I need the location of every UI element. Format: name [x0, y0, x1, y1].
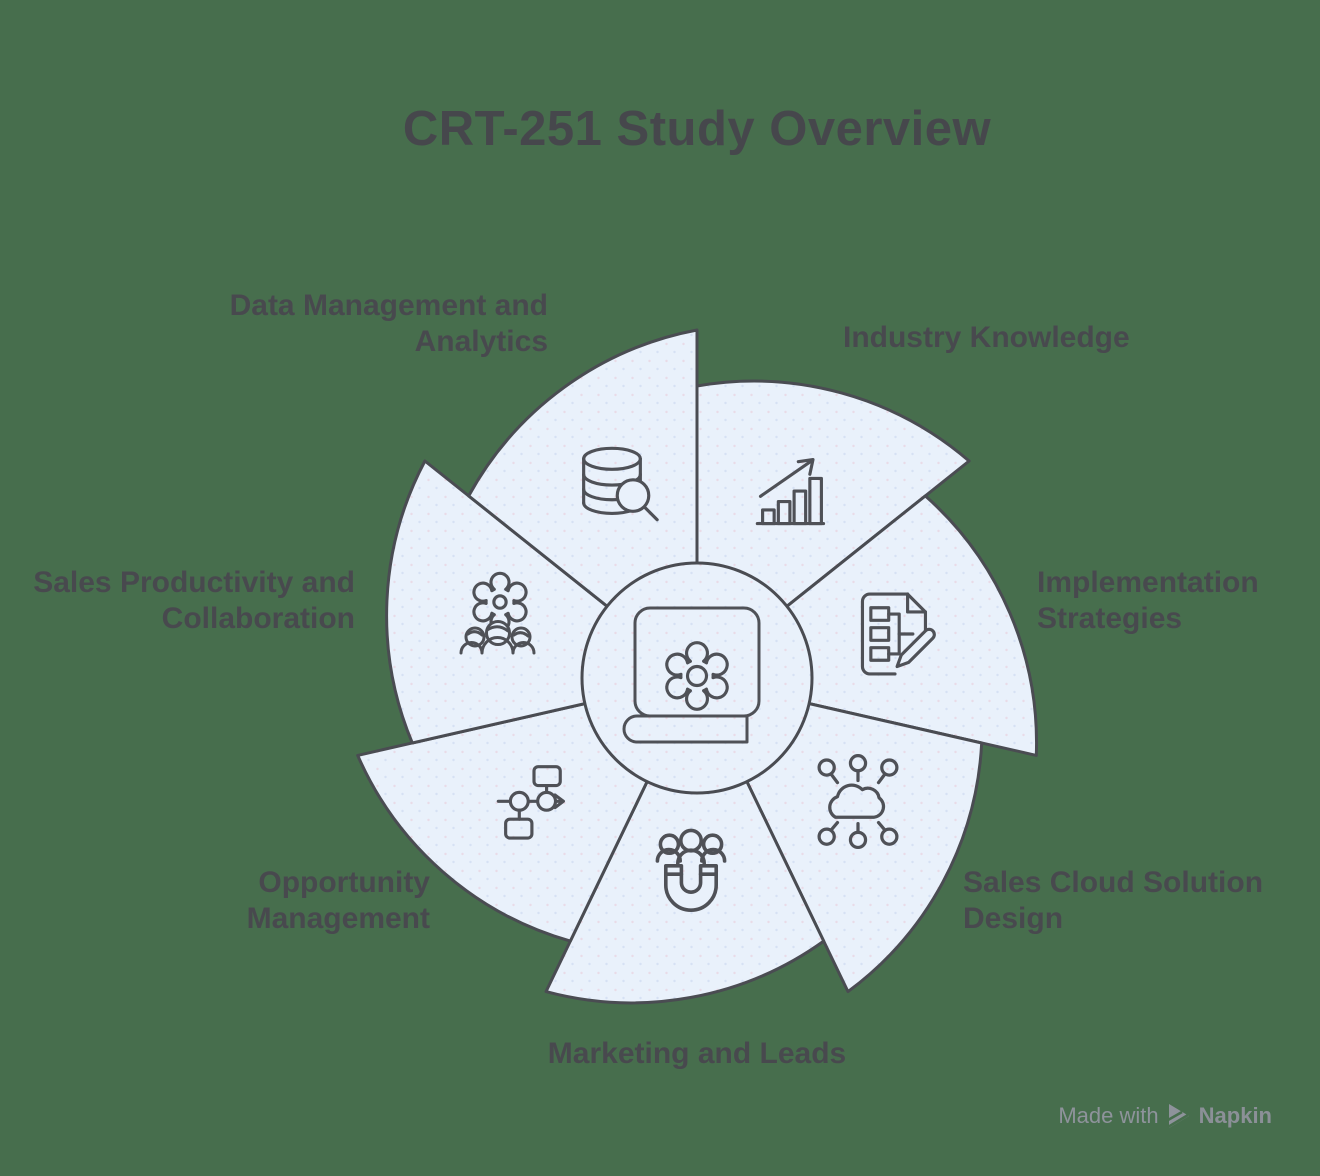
flowchart-icon: [496, 765, 565, 840]
napkin-logo-icon: [1167, 1104, 1189, 1129]
label-data-management-analytics: Data Management and Analytics: [229, 289, 548, 358]
cloud-network-icon: [817, 754, 899, 850]
label-opportunity-management: Opportunity Management: [246, 866, 430, 935]
center-hub-circle: [580, 561, 814, 795]
label-sales-cloud-solution-design: Sales Cloud Solution Design: [963, 866, 1264, 935]
label-marketing-and-leads: Marketing and Leads: [547, 1037, 847, 1070]
document-pencil-icon: [860, 592, 936, 676]
pencil-glyph: [895, 627, 936, 669]
magnet-glyph: [663, 863, 719, 912]
magnifier-lens: [615, 478, 651, 513]
label-industry-knowledge: Industry Knowledge: [843, 321, 1130, 354]
watermark[interactable]: Made with Napkin: [1058, 1103, 1272, 1129]
watermark-prefix: Made with: [1058, 1103, 1159, 1128]
watermark-brand: Napkin: [1198, 1103, 1272, 1128]
database-search-icon: [582, 446, 659, 522]
magnifier-handle: [642, 505, 659, 522]
growth-chart-icon: [755, 457, 826, 526]
book-gear-icon: [622, 606, 761, 744]
gear-team-icon: [459, 571, 536, 655]
page-title: CRT-251 Study Overview: [402, 102, 992, 156]
label-sales-productivity-collaboration: Sales Productivity and Collaboration: [33, 566, 355, 635]
gear-glyph: [665, 641, 729, 711]
magnet-leads-icon: [655, 828, 727, 912]
label-implementation-strategies: Implementation Strategies: [1037, 566, 1259, 635]
